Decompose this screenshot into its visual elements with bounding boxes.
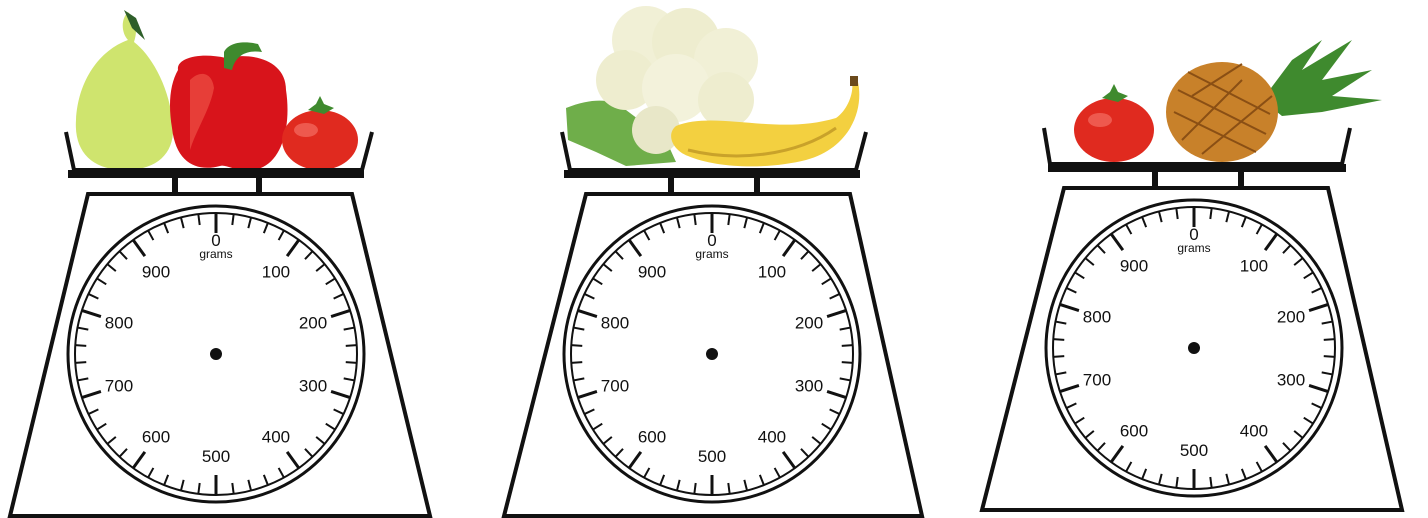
- dial-label-200: 200: [1277, 307, 1305, 326]
- dial-label-300: 300: [299, 377, 327, 396]
- dial-minor-tick: [1324, 356, 1335, 357]
- dial-label-500: 500: [202, 447, 230, 466]
- dial-unit-label: grams: [1177, 241, 1210, 255]
- dial-minor-tick: [1210, 208, 1211, 219]
- dial-label-700: 700: [1083, 371, 1111, 390]
- dial-minor-tick: [1176, 208, 1177, 219]
- produce-group: [566, 6, 859, 166]
- dial-minor-tick: [571, 362, 582, 363]
- dial-label-900: 900: [142, 262, 170, 281]
- dial-minor-tick: [571, 345, 582, 346]
- dial-minor-tick: [198, 214, 199, 225]
- dial-minor-tick: [198, 483, 199, 494]
- dial-label-500: 500: [1180, 441, 1208, 460]
- dial-label-800: 800: [601, 313, 629, 332]
- red-bell-pepper-icon: [170, 42, 288, 170]
- dial-minor-tick: [694, 214, 695, 225]
- dial-label-800: 800: [105, 313, 133, 332]
- tomato-icon: [282, 96, 358, 170]
- dial-label-400: 400: [758, 428, 786, 447]
- dial-minor-tick: [1053, 339, 1064, 340]
- dial-center-pin: [706, 348, 718, 360]
- dial-minor-tick: [75, 362, 86, 363]
- dial: 0100200300400500600700800900grams: [68, 206, 364, 502]
- dial-unit-label: grams: [199, 247, 232, 261]
- dial-label-700: 700: [601, 377, 629, 396]
- dial-minor-tick: [75, 345, 86, 346]
- dial-label-200: 200: [795, 313, 823, 332]
- dial-minor-tick: [346, 345, 357, 346]
- dial-minor-tick: [1053, 356, 1064, 357]
- dial-label-700: 700: [105, 377, 133, 396]
- dial-minor-tick: [1324, 339, 1335, 340]
- dial-label-300: 300: [1277, 371, 1305, 390]
- dial-minor-tick: [232, 214, 233, 225]
- dial-minor-tick: [1210, 477, 1211, 488]
- dial-label-900: 900: [1120, 256, 1148, 275]
- dial-label-100: 100: [262, 262, 290, 281]
- produce-group: [1074, 40, 1382, 162]
- dial: 0100200300400500600700800900grams: [1046, 200, 1342, 496]
- dial-minor-tick: [346, 362, 357, 363]
- pear-icon: [76, 10, 173, 170]
- dial-center-pin: [210, 348, 222, 360]
- produce-group: [76, 10, 358, 170]
- dial-label-900: 900: [638, 262, 666, 281]
- scale-1-drawing: 0100200300400500600700800900grams: [0, 0, 476, 518]
- scale-2-drawing: 0100200300400500600700800900grams: [476, 0, 952, 518]
- dial-unit-label: grams: [695, 247, 728, 261]
- dial-minor-tick: [728, 483, 729, 494]
- dial-minor-tick: [694, 483, 695, 494]
- dial-label-600: 600: [142, 428, 170, 447]
- dial-label-800: 800: [1083, 307, 1111, 326]
- pineapple-icon: [1166, 40, 1382, 162]
- dial-label-200: 200: [299, 313, 327, 332]
- scale-1: 0100200300400500600700800900grams: [0, 0, 476, 518]
- dial-label-500: 500: [698, 447, 726, 466]
- dial-label-600: 600: [1120, 422, 1148, 441]
- dial-minor-tick: [232, 483, 233, 494]
- dial-label-300: 300: [795, 377, 823, 396]
- dial-minor-tick: [1176, 477, 1177, 488]
- tomato-icon: [1074, 84, 1154, 162]
- dial-minor-tick: [842, 345, 853, 346]
- dial-label-600: 600: [638, 428, 666, 447]
- dial-label-400: 400: [1240, 422, 1268, 441]
- dial-minor-tick: [728, 214, 729, 225]
- dial-center-pin: [1188, 342, 1200, 354]
- dial-minor-tick: [842, 362, 853, 363]
- dial-label-100: 100: [1240, 256, 1268, 275]
- dial-label-400: 400: [262, 428, 290, 447]
- dial-label-100: 100: [758, 262, 786, 281]
